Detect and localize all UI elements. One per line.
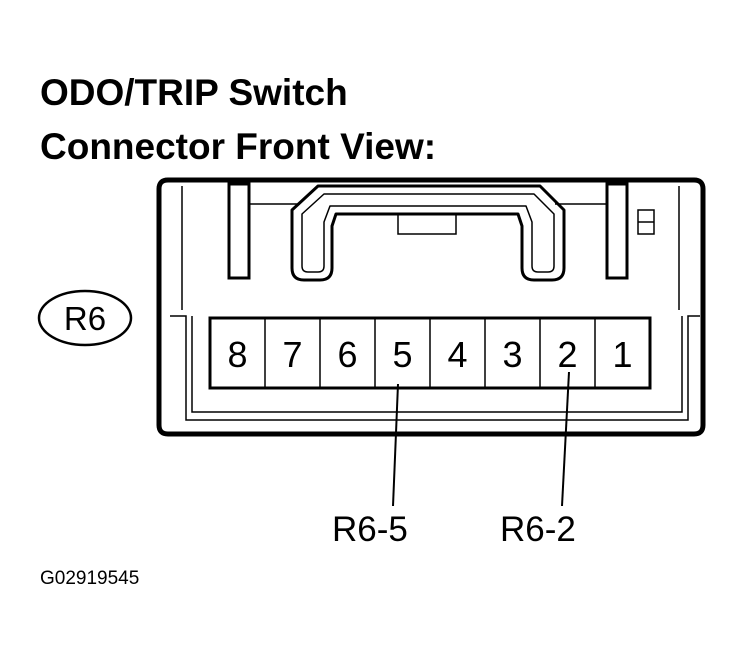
pin-5: 5 [392, 334, 412, 375]
right-locking-tab [605, 182, 629, 280]
callout-label-r6-5: R6-5 [332, 510, 408, 549]
pin-1: 1 [612, 334, 632, 375]
housing-inner-wall-2 [191, 316, 683, 413]
pin-8: 8 [227, 334, 247, 375]
diagram-title-line-1: ODO/TRIP Switch [40, 72, 348, 113]
pin-4: 4 [447, 334, 467, 375]
pin-3: 3 [502, 334, 522, 375]
pin-7: 7 [282, 334, 302, 375]
pin-2: 2 [557, 334, 577, 375]
diagram-title-line-2: Connector Front View: [40, 126, 437, 167]
connector-id-oval [37, 289, 133, 347]
callout-label-r6-2: R6-2 [500, 510, 576, 549]
connector-latch-inner [301, 193, 555, 273]
left-locking-tab [227, 182, 251, 280]
callout-line-pin-5 [392, 383, 399, 507]
connector-latch-outer [290, 184, 566, 282]
connector-housing [156, 177, 706, 437]
callout-line-pin-2 [561, 371, 570, 507]
connector-key [397, 213, 457, 235]
connector-id-label: R6 [64, 300, 106, 337]
figure-code: G02919545 [40, 568, 140, 589]
housing-inner-wall [170, 315, 700, 421]
pin-6: 6 [337, 334, 357, 375]
